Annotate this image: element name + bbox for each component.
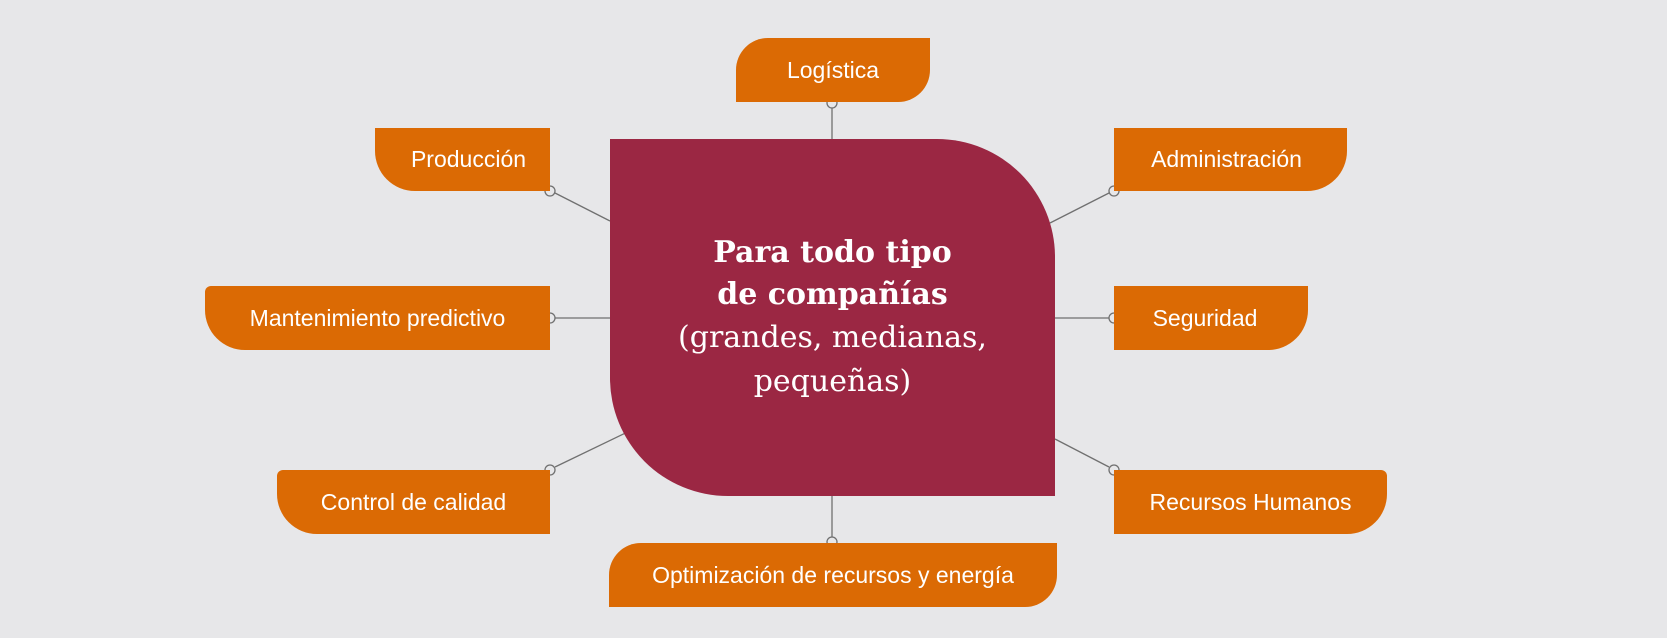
connector-rrhh xyxy=(1054,438,1110,468)
central-topic: Para todo tipo de compañías (grandes, me… xyxy=(610,139,1055,496)
connector-produccion xyxy=(554,192,611,222)
node-mantenimiento: Mantenimiento predictivo xyxy=(205,286,550,350)
node-control: Control de calidad xyxy=(277,470,550,534)
node-logistica: Logística xyxy=(736,38,930,102)
center-line-2: de compañías xyxy=(717,276,948,312)
node-seguridad: Seguridad xyxy=(1114,286,1308,350)
node-rrhh: Recursos Humanos xyxy=(1114,470,1387,534)
connector-dot xyxy=(544,185,556,197)
connector-administracion xyxy=(1049,192,1110,224)
node-optimizacion: Optimización de recursos y energía xyxy=(609,543,1057,607)
node-produccion: Producción xyxy=(375,128,550,191)
center-line-1: Para todo tipo xyxy=(713,234,952,270)
node-administracion: Administración xyxy=(1114,128,1347,191)
center-line-4: pequeñas) xyxy=(753,363,912,399)
center-line-3: (grandes, medianas, xyxy=(678,319,987,355)
